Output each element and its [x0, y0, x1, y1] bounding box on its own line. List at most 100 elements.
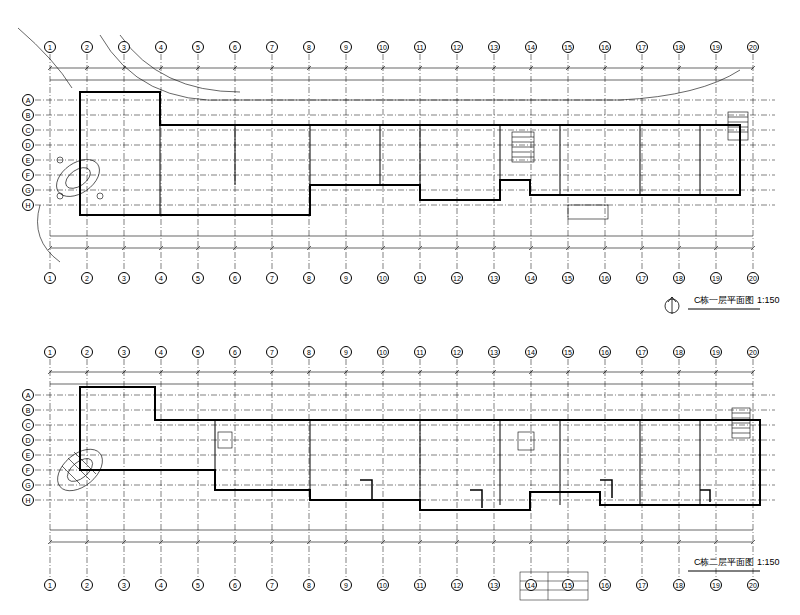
axis-number: 10 [379, 349, 387, 356]
axis-bubble: 20 [747, 41, 759, 53]
dimension-ticks [48, 66, 755, 70]
axis-number: 17 [638, 582, 646, 589]
row-axes [35, 100, 775, 205]
axis-number: 19 [712, 349, 720, 356]
axis-bubble: 1 [44, 272, 56, 284]
axis-number: 13 [490, 275, 498, 282]
axis-bubble: 16 [599, 41, 611, 53]
stair-treads [732, 413, 750, 433]
axis-number: 15 [564, 275, 572, 282]
axis-grid [35, 54, 775, 578]
partition-wall [235, 125, 700, 195]
axis-bubble: 11 [414, 272, 426, 284]
axis-bubble: 20 [747, 346, 759, 358]
drawing-title: C栋二层平面图 1:150 [692, 558, 782, 568]
axis-bubble: 2 [81, 41, 93, 53]
axis-bubble: 15 [562, 346, 574, 358]
axis-number: 8 [307, 44, 311, 51]
axis-number: 3 [122, 349, 126, 356]
column-axes [50, 54, 753, 271]
axis-bubble: H [22, 494, 34, 506]
axis-bubble: 7 [266, 272, 278, 284]
axis-number: 12 [453, 44, 461, 51]
axis-number: G [25, 482, 30, 489]
axis-number: 7 [270, 582, 274, 589]
stair-treads [728, 117, 748, 132]
axis-number: 16 [601, 44, 609, 51]
axis-number: 16 [601, 349, 609, 356]
axis-bubble: 19 [710, 579, 722, 591]
axis-bubble: 18 [673, 579, 685, 591]
axis-bubble: 13 [488, 579, 500, 591]
axis-number: 8 [307, 349, 311, 356]
axis-bubble: 2 [81, 346, 93, 358]
axis-number: 12 [453, 275, 461, 282]
axis-bubble: 4 [155, 272, 167, 284]
axis-number: 6 [233, 349, 237, 356]
axis-bubble: 16 [599, 272, 611, 284]
axis-number: 9 [344, 44, 348, 51]
column [97, 193, 103, 199]
axis-bubble: 12 [451, 41, 463, 53]
axis-number: 11 [416, 275, 423, 282]
axis-number: 2 [85, 582, 89, 589]
axis-number: 10 [379, 275, 387, 282]
axis-number: 7 [270, 44, 274, 51]
site-curve [120, 35, 240, 92]
axis-bubble: F [22, 464, 34, 476]
axis-number: 16 [601, 275, 609, 282]
axis-number: 20 [749, 582, 757, 589]
axis-bubble: 17 [636, 272, 648, 284]
dimension-ticks [48, 246, 755, 250]
title-underline [688, 571, 760, 572]
axis-number: F [26, 172, 30, 179]
axis-bubble: 10 [377, 41, 389, 53]
axis-bubble: 2 [81, 272, 93, 284]
axis-bubble: 14 [525, 272, 537, 284]
axis-number: 1 [48, 44, 52, 51]
axis-bubble: E [22, 154, 34, 166]
axis-number: 3 [122, 582, 126, 589]
drawing-title: C栋一层平面图 1:150 [692, 296, 782, 306]
axis-bubble: 5 [192, 41, 204, 53]
axis-bubble: 6 [229, 579, 241, 591]
axis-bubble: 13 [488, 346, 500, 358]
axis-bubble: 11 [414, 41, 426, 53]
row-axes [35, 395, 775, 500]
axis-number: 9 [344, 275, 348, 282]
axis-number: 10 [379, 44, 387, 51]
axis-bubble: 15 [562, 579, 574, 591]
axis-number: 1 [48, 582, 52, 589]
axis-number: 12 [453, 349, 461, 356]
axis-bubble: 8 [303, 346, 315, 358]
axis-bubble: 8 [303, 579, 315, 591]
axis-number: 1 [48, 349, 52, 356]
north-pointer [668, 297, 676, 314]
axis-bubble: 9 [340, 346, 352, 358]
axis-number: 14 [527, 44, 535, 51]
axis-bubble: 7 [266, 346, 278, 358]
axis-number: 13 [490, 349, 498, 356]
axis-bubble: 4 [155, 579, 167, 591]
axis-bubble: 15 [562, 41, 574, 53]
notes-table [520, 309, 760, 600]
axis-number: 15 [564, 349, 572, 356]
axis-bubble: 12 [451, 579, 463, 591]
round-stair [50, 441, 110, 499]
dimension-ticks [48, 540, 755, 544]
axis-bubble: 1 [44, 579, 56, 591]
axis-number: 15 [564, 582, 572, 589]
axis-bubble: 14 [525, 41, 537, 53]
axis-number: 9 [344, 349, 348, 356]
axis-number: 19 [712, 582, 720, 589]
site-curve [18, 28, 72, 88]
axis-number: 11 [416, 44, 423, 51]
axis-bubble: 4 [155, 41, 167, 53]
axis-number: C [25, 127, 30, 134]
axis-bubble: 3 [118, 41, 130, 53]
axis-number: 18 [675, 44, 683, 51]
axis-bubble: 9 [340, 41, 352, 53]
axis-number: 5 [196, 349, 200, 356]
